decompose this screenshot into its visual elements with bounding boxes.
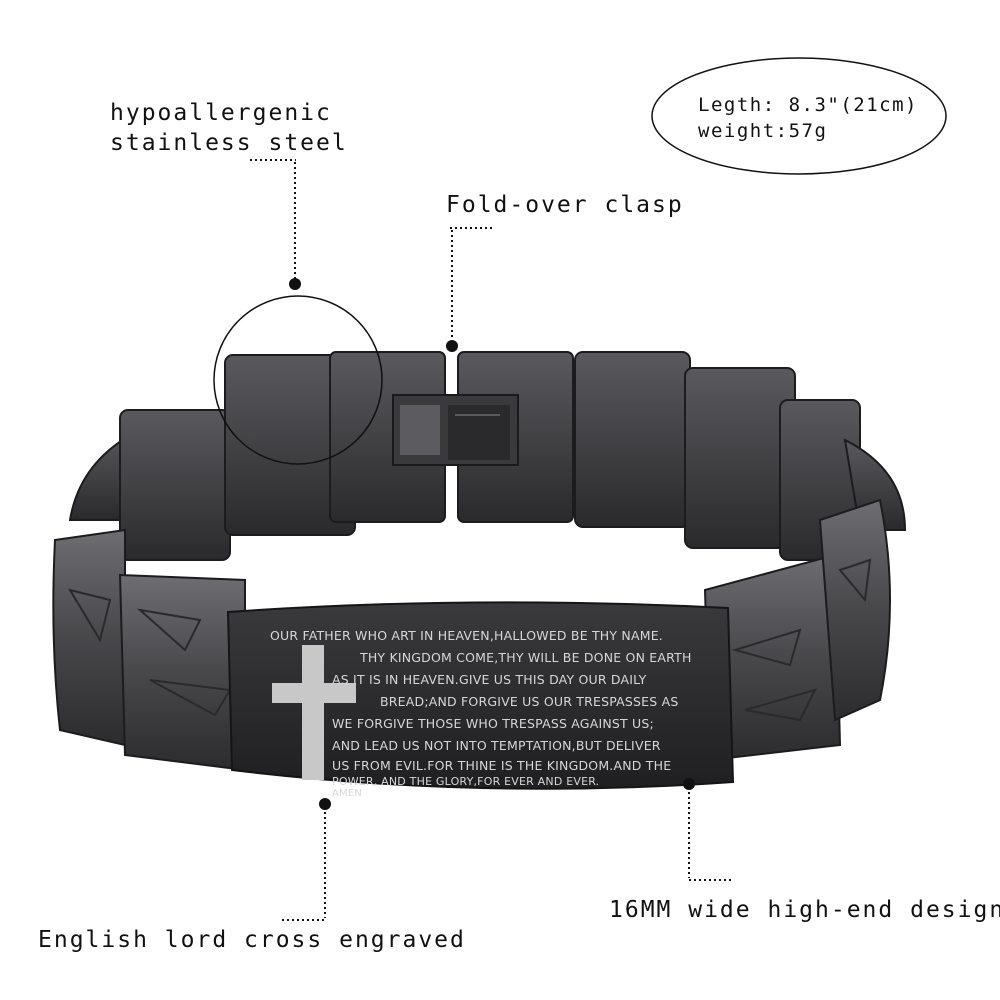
engraving-line: POWER, AND THE GLORY,FOR EVER AND EVER. (332, 775, 599, 788)
engraving-line: AS IT IS IN HEAVEN.GIVE US THIS DAY OUR … (332, 672, 647, 687)
spec-ellipse (651, 57, 947, 175)
clasp-callout-label: Fold-over clasp (446, 192, 684, 218)
length-spec: Legth: 8.3"(21cm) (698, 94, 918, 116)
callout-width (683, 778, 733, 881)
engraving-line: THY KINGDOM COME,THY WILL BE DONE ON EAR… (359, 650, 692, 665)
weight-spec: weight:57g (698, 120, 828, 142)
engraving-line: AMEN (332, 788, 362, 799)
width-callout-label: 16MM wide high-end design (609, 897, 1000, 923)
steel-callout-label: hypoallergenic stainless steel (110, 98, 348, 158)
engraved-plate: OUR FATHER WHO ART IN HEAVEN,HALLOWED BE… (226, 601, 735, 799)
engraved-callout-label: English lord cross engraved (38, 927, 466, 953)
engraving-line: AND LEAD US NOT INTO TEMPTATION,BUT DELI… (332, 738, 661, 753)
engraving-line: BREAD;AND FORGIVE US OUR TRESPASSES AS (380, 694, 678, 709)
spec-box: Legth: 8.3"(21cm) weight:57g (698, 92, 918, 144)
callout-engraved (282, 798, 331, 921)
prayer-text: OUR FATHER WHO ART IN HEAVEN,HALLOWED BE… (270, 628, 692, 799)
engraving-line: WE FORGIVE THOSE WHO TRESPASS AGAINST US… (332, 716, 654, 731)
engraving-line: US FROM EVIL.FOR THINE IS THE KINGDOM.AN… (332, 758, 671, 773)
steel-label-line1: hypoallergenic (110, 100, 332, 126)
engraving-line: OUR FATHER WHO ART IN HEAVEN,HALLOWED BE… (270, 628, 663, 643)
fold-over-clasp (392, 394, 519, 466)
callout-clasp (446, 227, 495, 352)
cross-engraving (272, 645, 356, 780)
bracelet-front-links (52, 498, 891, 772)
callout-steel (213, 159, 383, 465)
steel-label-line2: stainless steel (110, 130, 348, 156)
